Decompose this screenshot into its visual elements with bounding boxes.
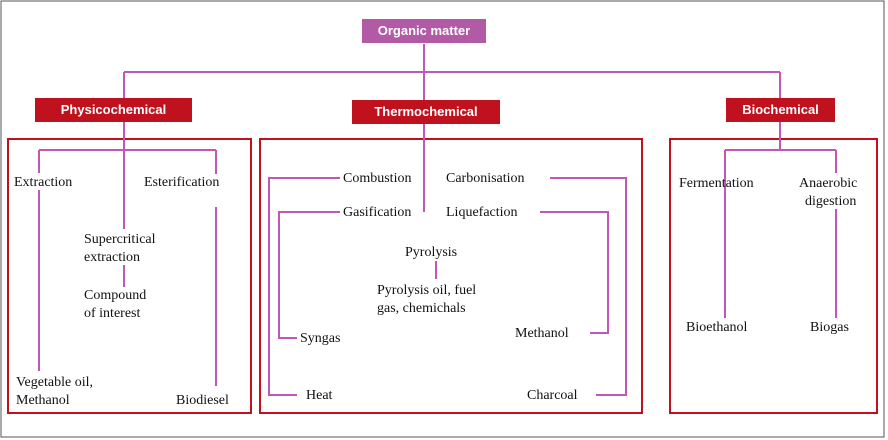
biochemical-node: Biochemical <box>726 98 835 122</box>
extraction-label: Extraction <box>14 175 73 190</box>
biogas-label: Biogas <box>810 320 849 335</box>
fermentation-label: Fermentation <box>679 176 754 191</box>
biodiesel-label: Biodiesel <box>176 393 229 408</box>
gasification-label: Gasification <box>343 205 412 220</box>
combustion-to-heat-line <box>268 177 340 396</box>
syngas-label: Syngas <box>300 331 341 346</box>
compound-label-line1: Compound <box>84 288 147 303</box>
supercritical-label-line1: Supercritical <box>84 232 156 247</box>
esterification-label: Esterification <box>144 175 220 190</box>
gasification-to-syngas-line <box>278 211 340 339</box>
anaerobic-label-line1: Anaerobic <box>799 176 858 191</box>
supercritical-label-line2: extraction <box>84 250 140 265</box>
heat-label: Heat <box>306 388 333 403</box>
pyrolysis-products-label-line1: Pyrolysis oil, fuel <box>377 283 477 298</box>
methanol-label: Methanol <box>515 326 569 341</box>
thermochemical-group-box <box>259 138 643 414</box>
carbonisation-label: Carbonisation <box>446 171 525 186</box>
charcoal-label: Charcoal <box>527 388 578 403</box>
carbonisation-to-charcoal-line <box>550 177 627 396</box>
physicochemical-node: Physicochemical <box>35 98 192 122</box>
combustion-label: Combustion <box>343 171 412 186</box>
anaerobic-label-line2: digestion <box>805 194 857 209</box>
vegoil-label-line1: Vegetable oil, <box>16 375 93 390</box>
liquefaction-to-methanol-line <box>540 211 609 334</box>
vegoil-label-line2: Methanol <box>16 393 70 408</box>
bioethanol-label: Bioethanol <box>686 320 748 335</box>
organic-matter-node: Organic matter <box>362 19 486 43</box>
liquefaction-label: Liquefaction <box>446 205 518 220</box>
biochemical-group-box <box>669 138 878 414</box>
thermochemical-node: Thermochemical <box>352 100 500 124</box>
physicochemical-group-box <box>7 138 252 414</box>
pyrolysis-label: Pyrolysis <box>405 245 458 260</box>
pyrolysis-products-label-line2: gas, chemichals <box>377 301 466 316</box>
compound-label-line2: of interest <box>84 306 141 321</box>
